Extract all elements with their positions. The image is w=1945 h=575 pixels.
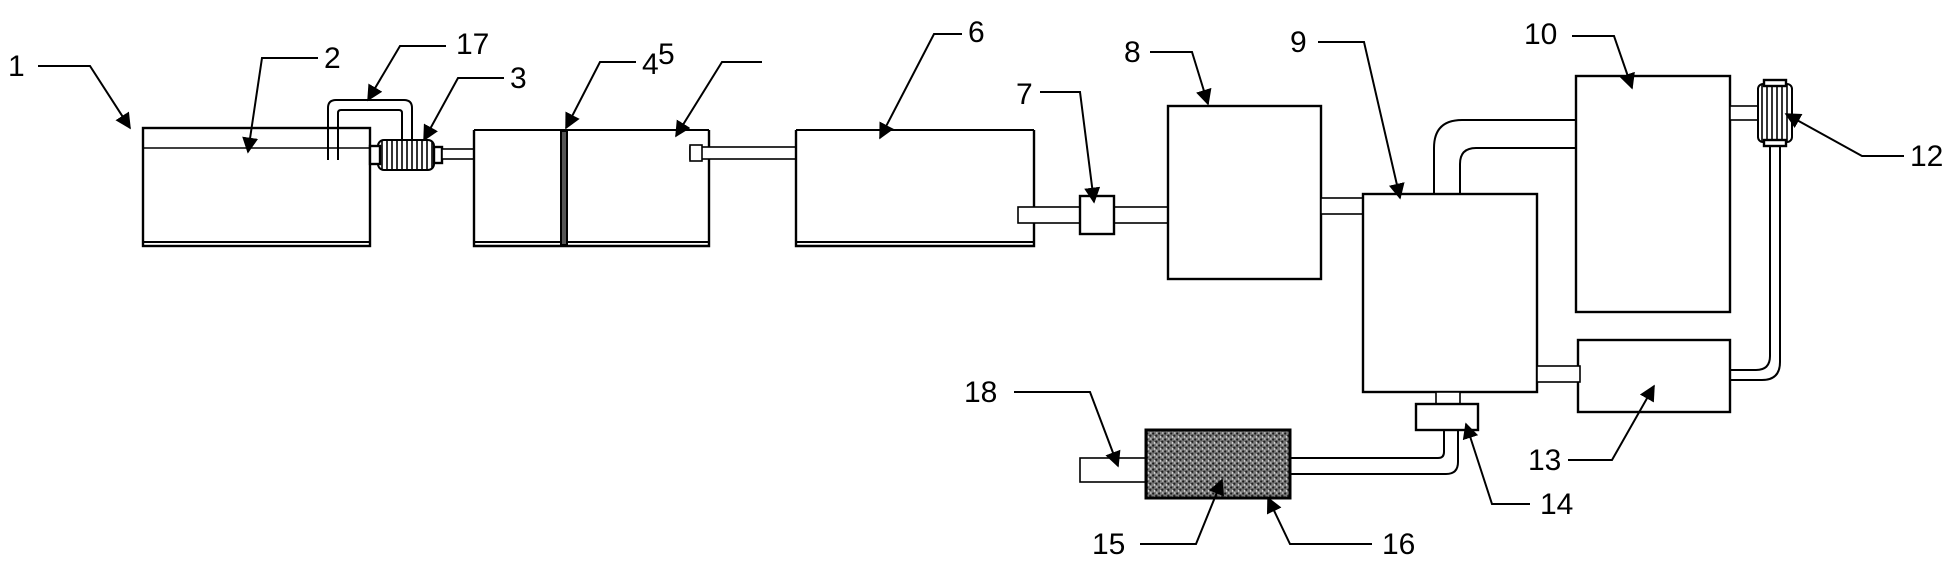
unit-9 — [1361, 192, 1539, 394]
label-8: 8 — [1124, 36, 1141, 69]
label-9: 9 — [1290, 26, 1307, 59]
label-6: 6 — [968, 16, 985, 49]
unit-13 — [1576, 338, 1732, 414]
labels: 1 2 3 4 5 6 7 8 9 10 12 13 14 15 16 17 1… — [8, 16, 1943, 561]
label-4: 4 — [642, 48, 659, 81]
leader-lines — [38, 33, 1904, 545]
valve-7 — [1078, 194, 1116, 236]
pipe-9-13 — [1536, 365, 1581, 383]
label-12: 12 — [1910, 140, 1943, 173]
pump-3 — [368, 139, 444, 171]
label-18: 18 — [964, 376, 997, 409]
label-13: 13 — [1528, 444, 1561, 477]
pipe-4-6 — [689, 146, 811, 160]
tank-4 — [472, 129, 711, 248]
tank-6 — [794, 129, 1036, 248]
label-2: 2 — [324, 42, 341, 75]
label-1: 1 — [8, 50, 25, 83]
label-14: 14 — [1540, 488, 1573, 521]
unit-8 — [1166, 104, 1323, 281]
pipe-14-15 — [1290, 430, 1459, 475]
pipe-18 — [1079, 457, 1149, 483]
tank-1 — [141, 126, 372, 248]
pipe-12-13 — [1730, 146, 1771, 371]
label-5: 5 — [658, 38, 675, 71]
pipe-8-9 — [1320, 197, 1366, 215]
label-7: 7 — [1016, 78, 1033, 111]
label-16: 16 — [1382, 528, 1415, 561]
label-3: 3 — [510, 62, 527, 95]
blower-12 — [1757, 78, 1793, 148]
fitting-14 — [1414, 402, 1480, 432]
label-17: 17 — [456, 28, 489, 61]
label-15: 15 — [1092, 528, 1125, 561]
label-10: 10 — [1524, 18, 1557, 51]
unit-10 — [1574, 74, 1732, 314]
pipe-9-10 — [1433, 119, 1578, 194]
